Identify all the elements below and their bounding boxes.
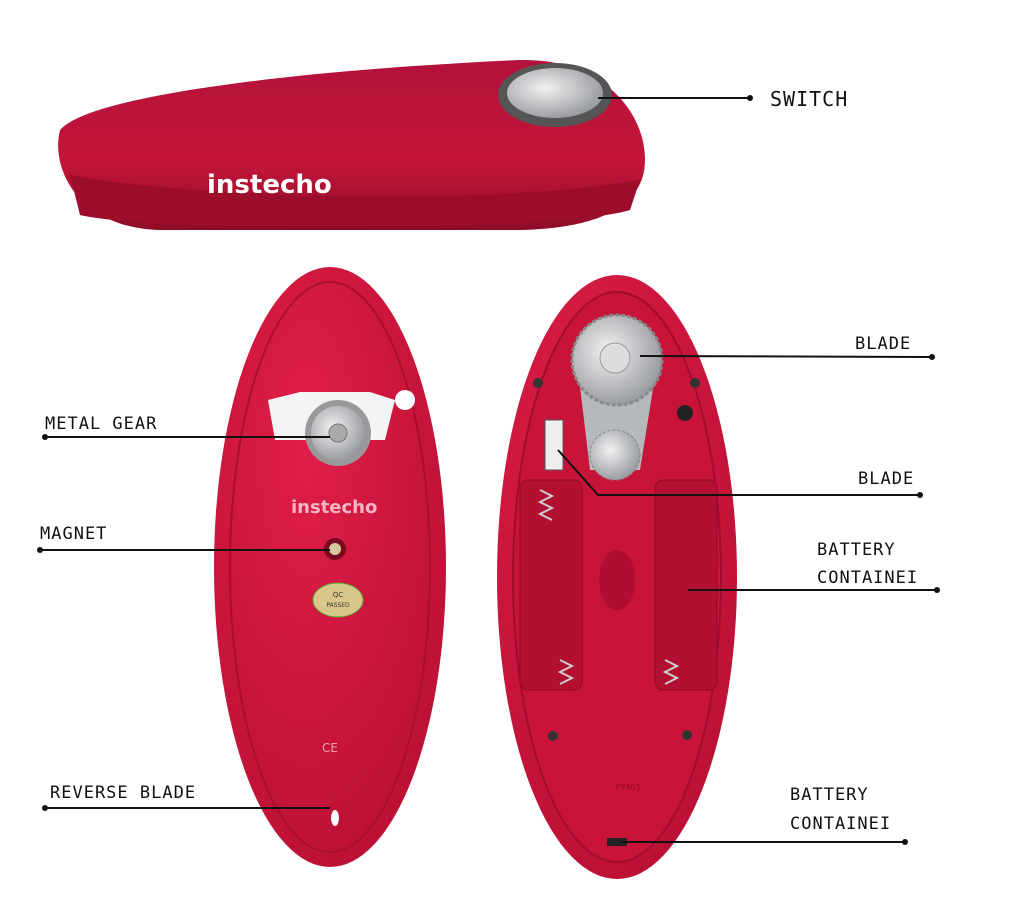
blade-top xyxy=(570,313,664,407)
can-opener-inside-view: FY403 xyxy=(497,275,737,879)
svg-text:PASSED: PASSED xyxy=(326,602,350,609)
leader-dots xyxy=(37,95,940,845)
label-switch: SWITCH xyxy=(770,87,848,111)
label-metal-gear: METAL GEAR xyxy=(45,414,157,434)
label-blade-top: BLADE xyxy=(855,334,911,354)
battery-cover-latch xyxy=(607,838,627,846)
svg-text:QC: QC xyxy=(333,591,344,599)
switch-contact xyxy=(544,419,564,471)
can-opener-side-view: instecho xyxy=(58,59,645,230)
model-mark: FY403 xyxy=(616,783,641,792)
blade-bottom xyxy=(589,429,641,481)
label-battery-1-line1: BATTERY xyxy=(817,540,896,560)
reverse-blade-slot xyxy=(331,810,339,826)
magnet xyxy=(324,538,346,560)
ce-mark: CE xyxy=(322,741,338,755)
battery-compartment-right xyxy=(654,479,718,691)
brand-logo-back: instecho xyxy=(291,497,377,518)
can-opener-back-view: instecho QC PASSED CE xyxy=(214,267,446,867)
brand-logo: instecho xyxy=(207,170,332,200)
leader-lines xyxy=(40,97,937,843)
label-battery-1-line2: CONTAINEI xyxy=(817,568,918,588)
label-magnet: MAGNET xyxy=(40,524,107,544)
battery-compartment-left xyxy=(519,479,583,691)
label-blade-bottom: BLADE xyxy=(858,469,914,489)
metal-gear xyxy=(305,400,371,466)
label-battery-2-line2: CONTAINEI xyxy=(790,814,891,834)
qc-passed-badge: QC PASSED xyxy=(312,582,364,618)
label-battery-2-line1: BATTERY xyxy=(790,785,869,805)
switch-button[interactable] xyxy=(498,63,612,127)
label-reverse-blade: REVERSE BLADE xyxy=(50,783,196,803)
